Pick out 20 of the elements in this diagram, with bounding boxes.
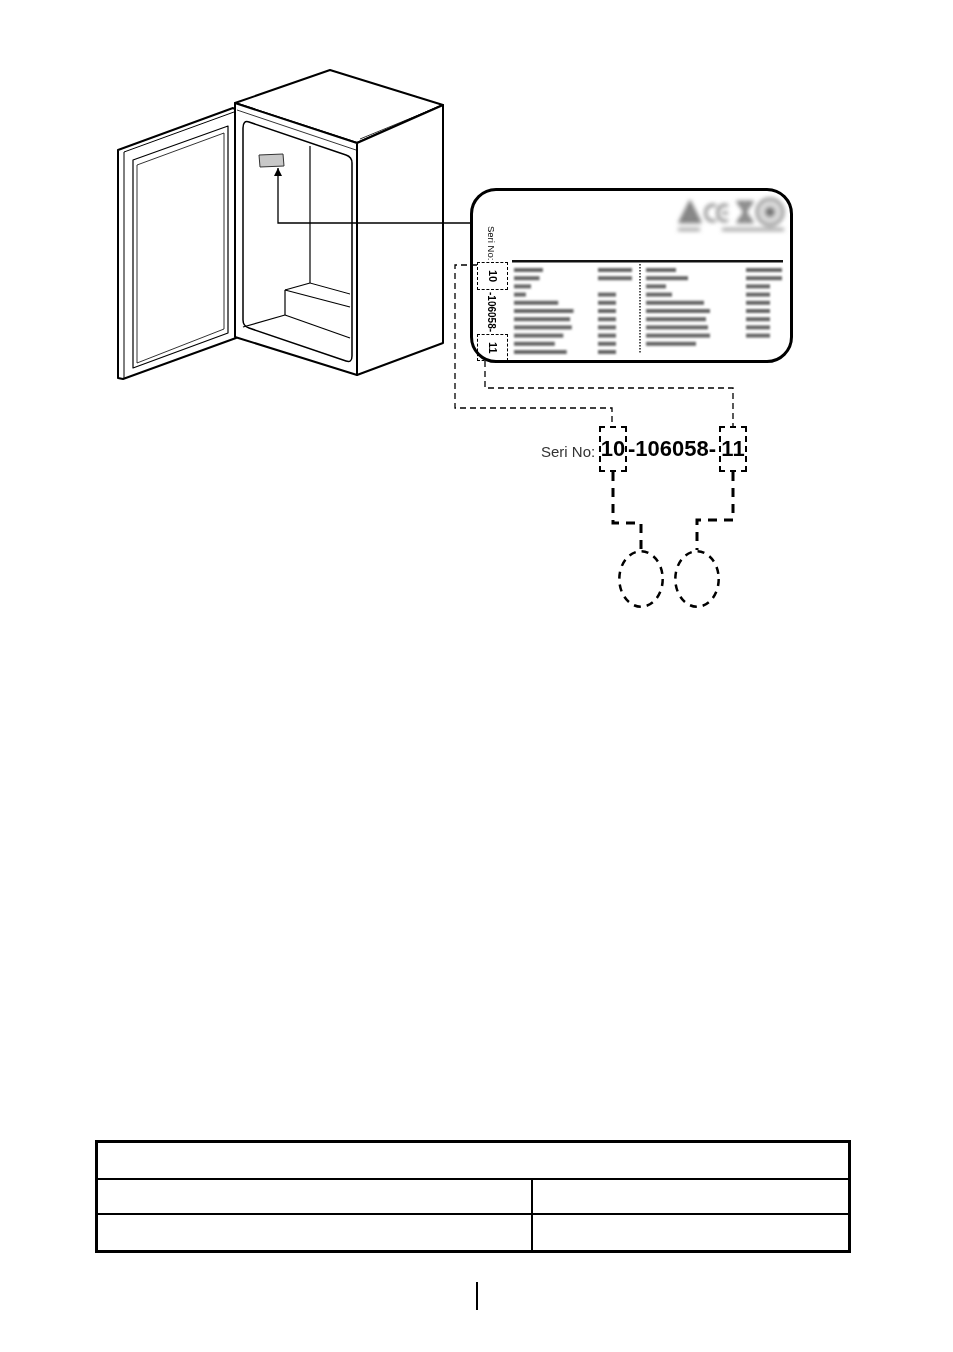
dashed-circle	[618, 550, 664, 608]
dashed-highlight-box	[719, 426, 747, 472]
serial-number-text: -106058-	[486, 292, 496, 333]
dashed-connector-line	[484, 360, 734, 427]
serial-number-digits: 11	[721, 436, 745, 462]
dashed-connector-line	[611, 472, 643, 550]
dashed-highlight-box	[599, 426, 627, 472]
rating-label-panel	[470, 188, 793, 363]
serial-number-digits: 11	[487, 341, 498, 354]
dashed-highlight-box	[477, 262, 508, 290]
serial-number-digits: 10	[487, 269, 498, 283]
serial-number-text: -106058-	[628, 436, 717, 462]
dashed-circle	[674, 550, 720, 608]
dashed-connector-line	[695, 472, 735, 550]
serial-number-text: Seri No:	[541, 443, 596, 461]
serial-number-text: Seri No:	[486, 226, 496, 261]
dashed-highlight-box	[477, 334, 508, 361]
leader-arrow	[274, 167, 471, 224]
serial-number-digits: 10	[600, 436, 626, 462]
rating-label-sticker	[258, 153, 285, 168]
